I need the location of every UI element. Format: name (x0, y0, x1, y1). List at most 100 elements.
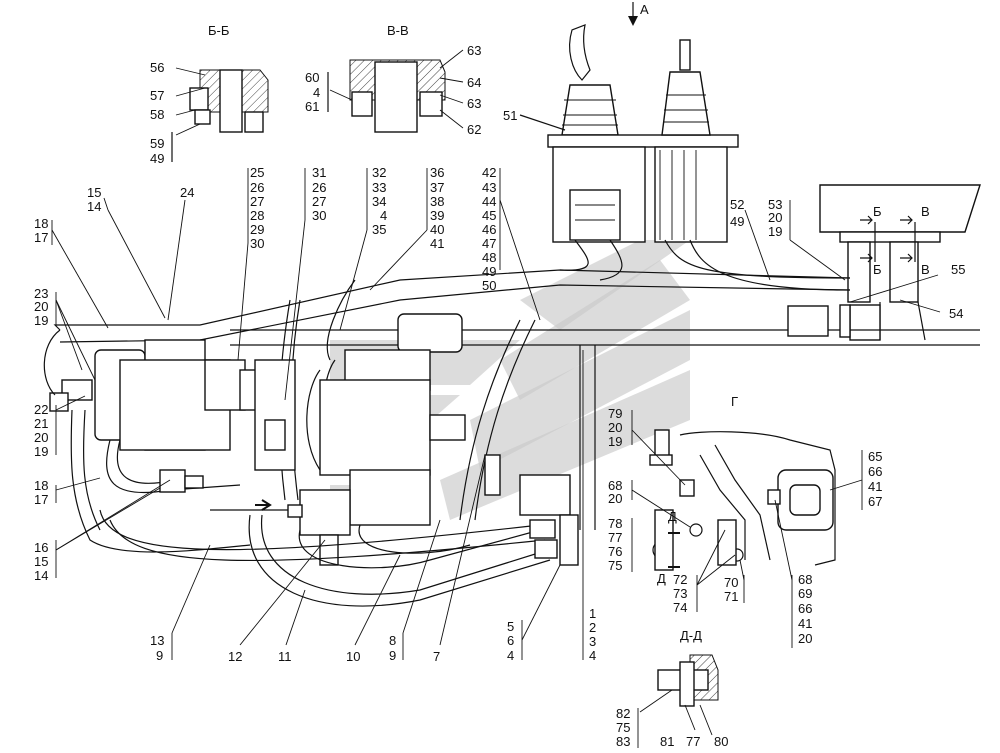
section-dd-detail (639, 654, 719, 736)
callout-label: 20 (34, 430, 48, 445)
callout-label: 82 (616, 706, 630, 721)
callout-label: 44 (482, 194, 496, 209)
callout-label: 12 (228, 649, 242, 664)
callout-label: 36 (430, 165, 444, 180)
callout-label: 41 (430, 236, 444, 251)
callout-label: 13 (150, 633, 164, 648)
callout-label: 3 (589, 634, 596, 649)
callout-label: 50 (482, 278, 496, 293)
section-bb-detail (171, 67, 269, 162)
callout-label: 14 (87, 199, 101, 214)
callout-label: 19 (608, 434, 622, 449)
callout-label: 37 (430, 180, 444, 195)
callout-label: 74 (673, 600, 687, 615)
callout-label: 63 (467, 96, 481, 111)
callout-label: 17 (34, 230, 48, 245)
callout-label: 57 (150, 88, 164, 103)
callout-label: 72 (673, 572, 687, 587)
view-a-arrow (628, 2, 638, 26)
section-title-vv: В-В (387, 23, 409, 38)
callout-label: 77 (608, 530, 622, 545)
callout-label: 53 (768, 197, 782, 212)
callout-label: 62 (467, 122, 481, 137)
callout-label: 11 (278, 649, 292, 664)
callout-label: 52 (730, 197, 744, 212)
callout-label: 70 (724, 575, 738, 590)
section-title-bb: Б-Б (208, 23, 229, 38)
callout-label: 4 (589, 648, 596, 663)
callout-label: 40 (430, 222, 444, 237)
callout-label: 4 (380, 208, 387, 223)
callout-label: 71 (724, 589, 738, 604)
callout-label: 20 (34, 299, 48, 314)
callout-label: 21 (34, 416, 48, 431)
callout-label: 41 (868, 479, 882, 494)
section-mark-d-top: Д (668, 509, 677, 524)
callout-label: 80 (714, 734, 728, 748)
leader-lines (51, 168, 941, 748)
section-mark-b-top: Б (873, 204, 882, 219)
callout-label: 19 (768, 224, 782, 239)
callout-label: 33 (372, 180, 386, 195)
callout-label: 83 (616, 734, 630, 748)
callout-label: 30 (312, 208, 326, 223)
callout-label: 9 (389, 648, 396, 663)
callout-label: 58 (150, 107, 164, 122)
callout-label: 18 (34, 478, 48, 493)
callout-label: 49 (730, 214, 744, 229)
callout-label: 68 (608, 478, 622, 493)
callout-label: 6 (507, 633, 514, 648)
callout-label: 54 (949, 306, 963, 321)
callout-label: 56 (150, 60, 164, 75)
callout-label: 15 (34, 554, 48, 569)
view-g-detail (649, 429, 836, 571)
lower-hose-loops (99, 454, 579, 607)
callout-label: 34 (372, 194, 386, 209)
callout-label: 20 (768, 210, 782, 225)
view-label-a: А (640, 2, 649, 17)
callout-label: 73 (673, 586, 687, 601)
callout-label: 20 (608, 491, 622, 506)
callout-label: 14 (34, 568, 48, 583)
callout-label: 63 (467, 43, 481, 58)
callout-label: 31 (312, 165, 326, 180)
callout-label: 20 (608, 420, 622, 435)
callout-label: 22 (34, 402, 48, 417)
callout-label: 51 (503, 108, 517, 123)
callout-label: 29 (250, 222, 264, 237)
callout-label: 10 (346, 649, 360, 664)
callout-label: 47 (482, 236, 496, 251)
callout-label: 38 (430, 194, 444, 209)
callout-label: 32 (372, 165, 386, 180)
callout-label: 66 (798, 601, 812, 616)
callout-label: 35 (372, 222, 386, 237)
callout-label: 60 (305, 70, 319, 85)
callout-label: 17 (34, 492, 48, 507)
control-joystick-block (519, 24, 739, 243)
section-mark-v-bottom: В (921, 262, 930, 277)
section-mark-d-bottom: Д (657, 571, 666, 586)
callout-label: 18 (34, 216, 48, 231)
callout-label: 78 (608, 516, 622, 531)
callout-label: 27 (312, 194, 326, 209)
callout-label: 26 (312, 180, 326, 195)
callout-label: 68 (798, 572, 812, 587)
callout-label: 20 (798, 631, 812, 646)
callout-label: 79 (608, 406, 622, 421)
callout-label: 76 (608, 544, 622, 559)
callout-label: 41 (798, 616, 812, 631)
callout-label: 48 (482, 250, 496, 265)
section-title-dd: Д-Д (680, 628, 702, 643)
callout-label: 15 (87, 185, 101, 200)
callout-label: 61 (305, 99, 319, 114)
callout-label: 77 (686, 734, 700, 748)
callout-label: 49 (482, 264, 496, 279)
callout-label: 1 (589, 606, 596, 621)
callout-label: 23 (34, 286, 48, 301)
section-markers (860, 215, 916, 263)
callout-label: 46 (482, 222, 496, 237)
callout-label: 30 (250, 236, 264, 251)
callout-label: 5 (507, 619, 514, 634)
